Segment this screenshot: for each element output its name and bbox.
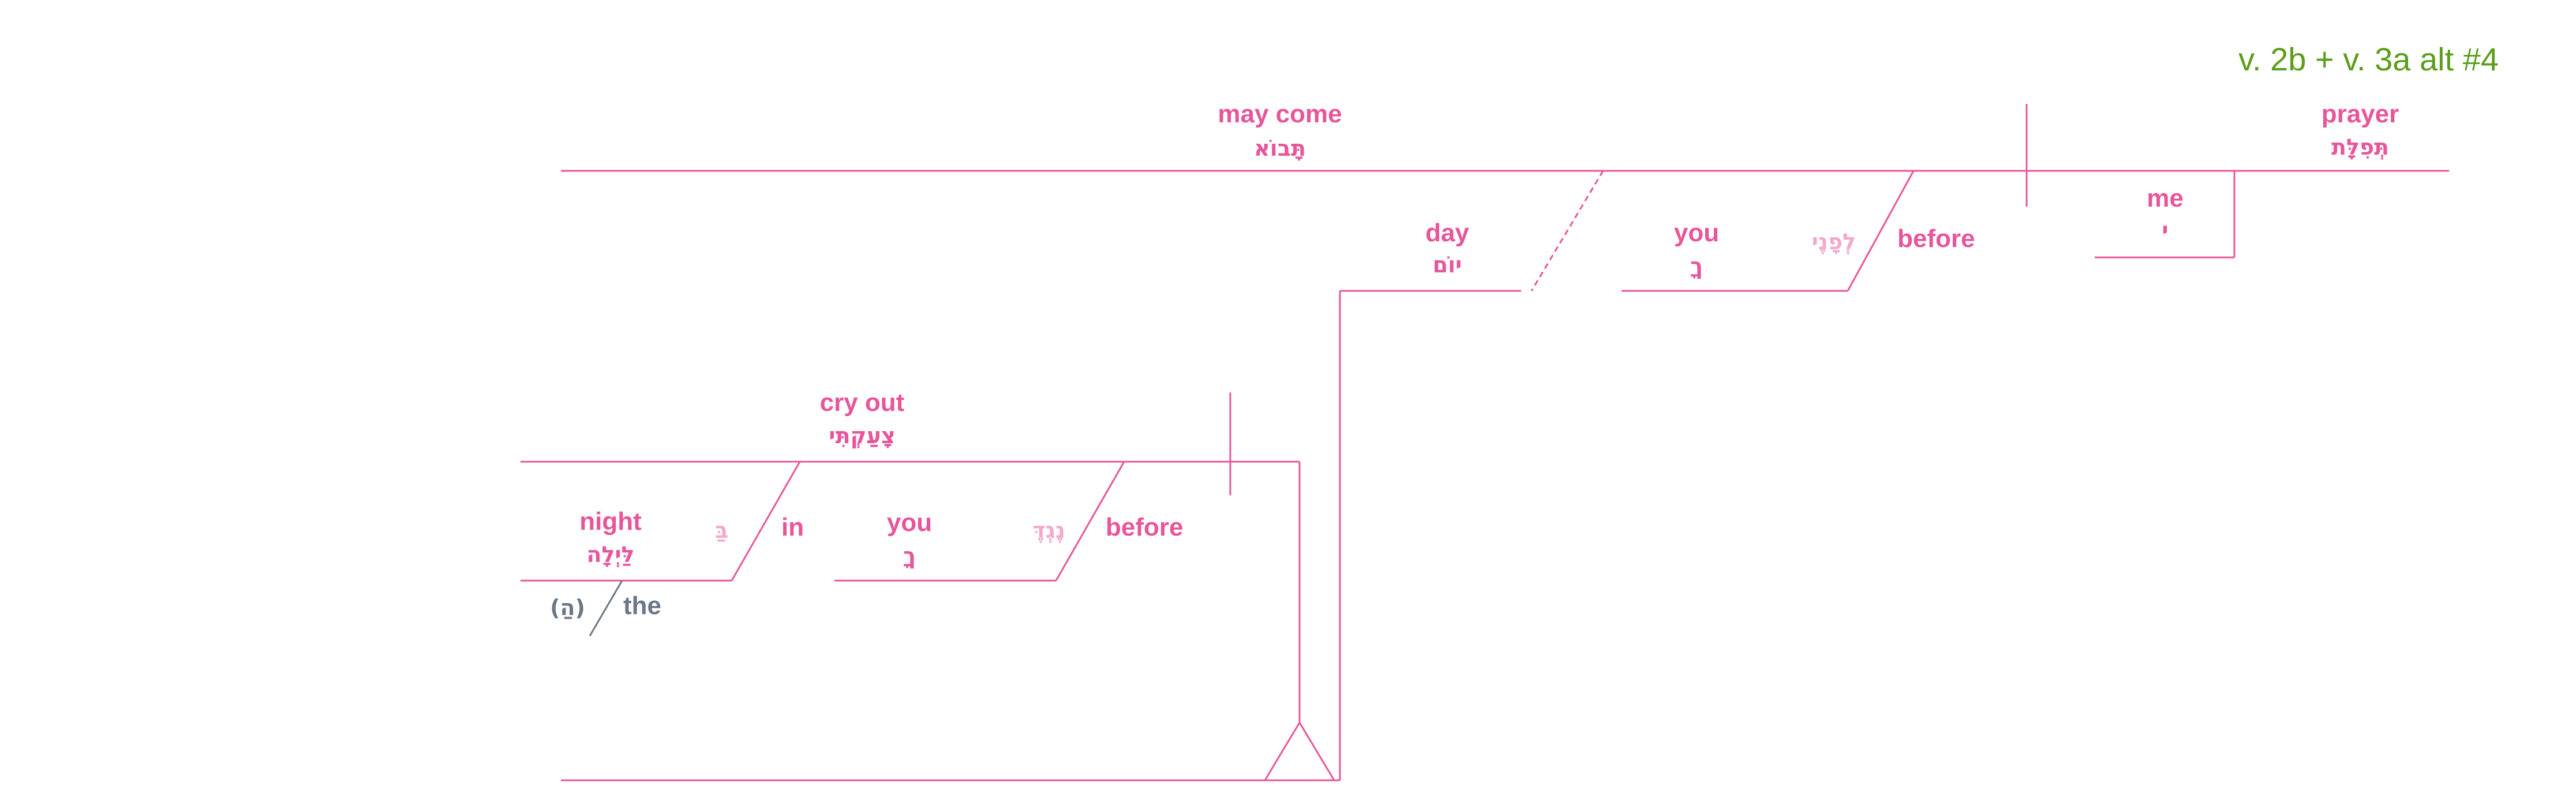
article-en: the	[623, 592, 661, 620]
possessor-1-en: me	[2147, 184, 2184, 212]
prep-2a-en: in	[781, 513, 804, 541]
object-1-en: you	[1674, 219, 1719, 247]
day-en: day	[1425, 219, 1469, 247]
object-2-he: ךָ	[903, 543, 916, 568]
prep-2b-slant	[1055, 461, 1125, 581]
junction-triangle	[1263, 721, 1336, 781]
article-he: (הַ)	[550, 595, 585, 620]
verb-1-en: may come	[1218, 100, 1342, 128]
object-1-he: ךָ	[1690, 253, 1703, 279]
prep-1-slant	[1847, 170, 1915, 291]
prep-1-he: לְפָנֶי	[1812, 229, 1856, 255]
day-he: יוֹם	[1433, 252, 1462, 278]
verse-reference: v. 2b + v. 3a alt #4	[2238, 41, 2499, 77]
prep-2a-slant	[731, 461, 801, 581]
prep-2a-he: בַּ	[715, 518, 728, 543]
possessor-1-he: י	[2162, 218, 2168, 243]
object-2-en: you	[887, 508, 932, 537]
subject-1-en: prayer	[2322, 100, 2399, 128]
prep-1-en: before	[1897, 225, 1975, 253]
night-en: night	[579, 507, 642, 536]
prep-2b-he: נֶגְדֶּ	[1032, 518, 1065, 543]
prep-2b-en: before	[1106, 513, 1183, 541]
verb-2-en: cry out	[820, 388, 905, 417]
verb-1-he: תָּבוֹא	[1254, 136, 1306, 161]
article-slant	[589, 580, 623, 637]
verb-2-he: צָעַקְתִּי	[829, 423, 895, 448]
day-dashed-connector	[1530, 170, 1604, 291]
night-he: לַּיְלָה	[586, 542, 634, 567]
subject-1-he: תְּפִלָּת	[2331, 134, 2389, 160]
